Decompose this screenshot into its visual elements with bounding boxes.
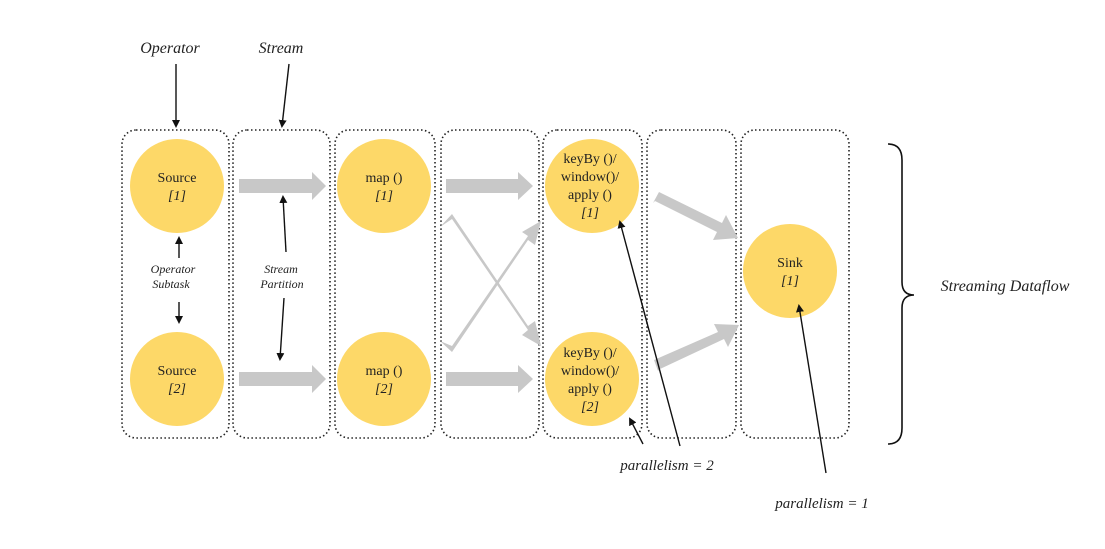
stream-arrow-keyby1-sink	[653, 192, 738, 240]
node-label-line3: apply ()	[568, 382, 612, 397]
node-label-line3: apply ()	[568, 188, 612, 203]
node-label-line1: keyBy ()/	[563, 346, 616, 361]
node-index: [2]	[581, 400, 599, 415]
node-circle	[545, 332, 639, 426]
stream-arrow-source2-map2	[239, 365, 326, 393]
node-map-1: map () [1]	[337, 139, 431, 233]
stream-arrow-map1-keyby1	[446, 172, 533, 200]
node-circle	[337, 332, 431, 426]
node-source-2: Source [2]	[130, 332, 224, 426]
node-sink-1: Sink [1]	[743, 224, 837, 318]
stream-pointer-arrow	[278, 63, 290, 128]
keyby-operator-box	[542, 129, 643, 439]
node-label-line2: window()/	[561, 170, 619, 185]
map-operator-box	[334, 129, 436, 439]
stream-label: Stream	[259, 40, 304, 57]
partition-pointer-down	[276, 297, 285, 361]
node-circle	[545, 139, 639, 233]
stream-arrow-map2-keyby1	[440, 221, 541, 352]
node-index: [1]	[781, 274, 799, 289]
partition-pointer-up	[279, 195, 288, 253]
stream-box-3	[646, 129, 737, 439]
operator-subtask-label-line2: Subtask	[152, 277, 190, 291]
stream-partition-label-line2: Partition	[259, 277, 303, 291]
stream-partition-label-line1: Stream	[264, 262, 298, 276]
node-circle	[130, 139, 224, 233]
node-index: [1]	[375, 189, 393, 204]
source-operator-box	[121, 129, 230, 439]
node-keyby-1: keyBy ()/ window()/ apply () [1]	[545, 139, 639, 233]
streaming-dataflow-label: Streaming Dataflow	[941, 278, 1070, 295]
stream-arrow-source1-map1	[239, 172, 326, 200]
parallelism-1-pointer	[796, 304, 827, 474]
node-label: Sink	[777, 256, 803, 271]
parallelism-2-pointer-bottom	[629, 417, 644, 445]
operator-subtask-label-line1: Operator	[151, 262, 196, 276]
parallelism-1-label: parallelism = 1	[774, 496, 868, 512]
sink-operator-box	[740, 129, 850, 439]
node-index: [2]	[168, 382, 186, 397]
parallelism-2-label: parallelism = 2	[619, 458, 714, 474]
node-index: [2]	[375, 382, 393, 397]
stream-box-2	[440, 129, 540, 439]
node-circle	[743, 224, 837, 318]
node-circle	[337, 139, 431, 233]
stream-arrow-map1-keyby2	[440, 214, 541, 346]
node-circle	[130, 332, 224, 426]
node-label: map ()	[366, 364, 403, 379]
node-keyby-2: keyBy ()/ window()/ apply () [2]	[545, 332, 639, 426]
node-label: Source	[158, 171, 197, 186]
node-label-line1: keyBy ()/	[563, 152, 616, 167]
parallelism-2-pointer-top	[617, 220, 681, 447]
node-label: map ()	[366, 171, 403, 186]
operator-label: Operator	[140, 40, 200, 57]
node-source-1: Source [1]	[130, 139, 224, 233]
node-map-2: map () [2]	[337, 332, 431, 426]
node-index: [1]	[168, 189, 186, 204]
stream-arrow-keyby2-sink	[654, 324, 739, 371]
node-index: [1]	[581, 206, 599, 221]
dataflow-bracket	[887, 143, 915, 445]
node-label-line2: window()/	[561, 364, 619, 379]
stream-arrow-map2-keyby2	[446, 365, 533, 393]
node-label: Source	[158, 364, 197, 379]
